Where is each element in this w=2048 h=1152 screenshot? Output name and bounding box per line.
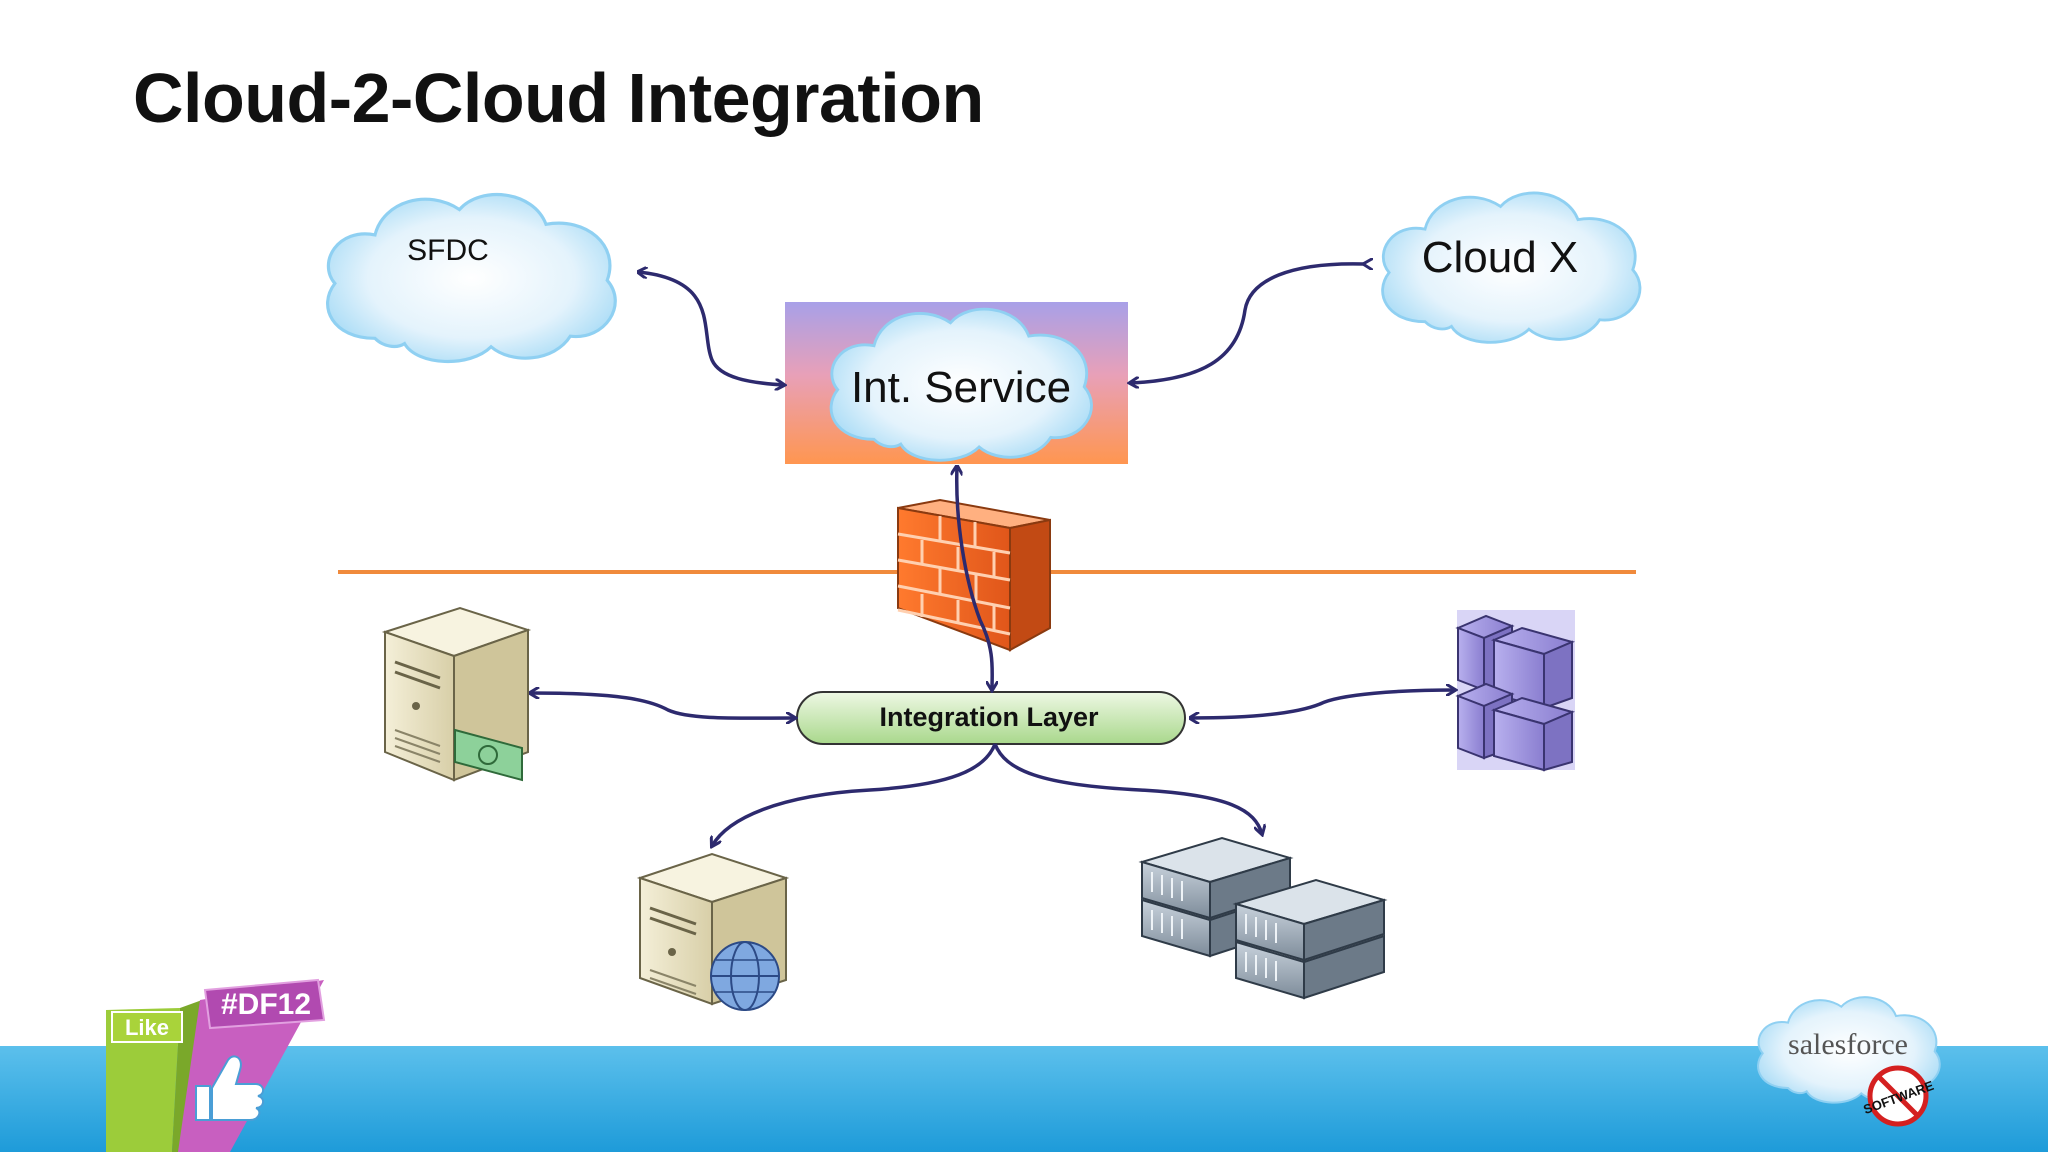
layer-rack-servers-connector: [993, 743, 1262, 834]
sfdc-int-service-connector: [638, 272, 784, 385]
sfdc-label: SFDC: [407, 234, 489, 267]
like-label: Like: [125, 1015, 169, 1040]
int-service-layer-connector: [957, 466, 992, 690]
int-service-label: Int. Service: [851, 363, 1071, 412]
slide-title: Cloud-2-Cloud Integration: [133, 59, 984, 137]
no-software-stamp: SOFTWARE: [1861, 1065, 1936, 1127]
rack-servers-icon: [1138, 836, 1388, 1000]
salesforce-logo-text: salesforce: [1788, 1028, 1908, 1061]
sfdc-cloud: SFDC: [325, 192, 617, 364]
integration-layer-node: Integration Layer: [796, 691, 1186, 745]
money-icon: [454, 728, 523, 782]
cloud-x-label: Cloud X: [1422, 233, 1579, 282]
connectors: [530, 264, 1455, 846]
cloud-x: Cloud X: [1381, 191, 1642, 344]
web-server-icon: [636, 852, 790, 1011]
layer-web-server-connector: [712, 743, 997, 846]
footer-band: [0, 1046, 2048, 1152]
firewall-icon: [897, 498, 1051, 652]
thumbs-up-icon: [195, 1055, 264, 1121]
cluster-layer-connector: [1190, 690, 1455, 718]
df12-label: #DF12: [221, 988, 311, 1021]
integration-layer-label: Integration Layer: [879, 702, 1099, 732]
server-cluster-icon: [1455, 610, 1576, 772]
cloudx-int-service-connector: [1130, 264, 1364, 383]
payment-server-icon: [381, 606, 532, 782]
payment-server-layer-connector: [530, 693, 795, 718]
df12-like-badge: #DF12 Like: [106, 978, 326, 1152]
salesforce-logo: salesforce SOFTWARE: [1756, 996, 1941, 1127]
int-service-node: Int. Service: [785, 302, 1128, 464]
globe-icon: [710, 941, 780, 1011]
